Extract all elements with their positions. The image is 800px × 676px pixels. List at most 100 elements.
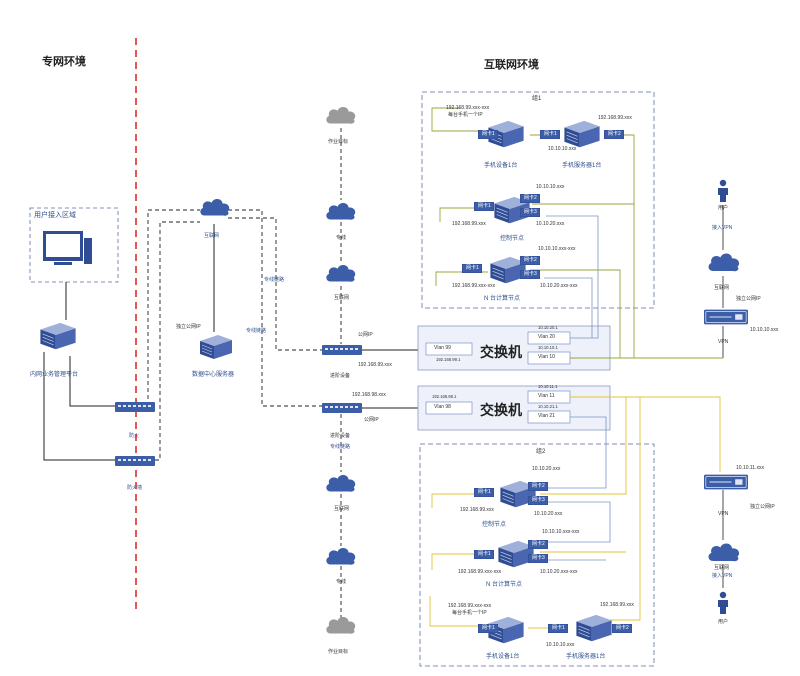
g2-compute-ip2: 192.168.99.xxx-xxx	[458, 569, 502, 575]
g1-ctrl-ip2: 192.168.99.xxx	[452, 221, 486, 227]
g2-phone-srv-ip: 192.168.99.xxx	[600, 602, 634, 608]
g1-ctrl-nic1-label: 网卡1	[478, 203, 491, 209]
group2-yellow-wiring	[429, 396, 721, 629]
g2-phone-dev-nic1-label: 网卡1	[482, 625, 495, 631]
platform-label: 内网业务管理平台	[30, 372, 79, 378]
g2-phone-dev-note: 每台手机一个IP	[452, 610, 487, 616]
switch1-vlan-left-label: Vlan 99	[434, 345, 451, 351]
gw1-ip-label: 192.168.99.xxx	[358, 362, 392, 368]
g2-compute-label: N 台计算节点	[486, 582, 523, 588]
vpn1-ip: 10.10.10.xxx	[750, 327, 779, 333]
vpn2-ip-label: 独立公网IP	[750, 504, 775, 510]
switch2-title: 交换机	[480, 402, 522, 418]
isp-cloud-bottom-icon	[326, 548, 356, 565]
carrier-cloud-top-icon	[326, 107, 356, 124]
g2-ctrl-nic3-label: 网卡3	[532, 497, 545, 503]
vpn2-icon	[704, 474, 748, 490]
g1-ctrl-ip1: 10.10.10.xxx	[536, 184, 565, 190]
g2-ctrl-nic2-label: 网卡2	[532, 483, 545, 489]
switch2-vlan-rt-label: Vlan 11	[538, 393, 555, 399]
g2-phone-srv-nic2-label: 网卡2	[616, 625, 629, 631]
switch2-vlan-rt-ip: 10.10.11.1	[538, 384, 558, 389]
firewall-top-label: 防火	[129, 433, 140, 439]
right-inet2-label: 互联网	[714, 565, 730, 571]
group1-olive-wiring	[431, 107, 635, 359]
switch2-vlan-rb-ip: 10.10.21.1	[538, 404, 558, 409]
g1-compute-ip1: 10.10.10.xxx-xxx	[538, 246, 576, 252]
line-a-label: 专线链路	[264, 277, 285, 283]
internet-cloud-mid2-icon	[326, 475, 356, 492]
left-internet-label: 互联网	[204, 233, 220, 239]
user-access-area-box	[29, 207, 119, 283]
dc-server-label: 数据中心服务器	[192, 372, 235, 378]
user1-access-label: 接入VPN	[712, 225, 733, 231]
g2-ctrl-ip3: 10.10.20.xxx	[534, 511, 563, 517]
group2-name: 组2	[536, 449, 546, 455]
switch2-vlan-left-ip: 192.168.98.1	[432, 394, 457, 399]
user2-label: 用户	[718, 619, 729, 625]
g2-compute-nic3-label: 网卡3	[532, 555, 545, 561]
group1-blue-wiring	[544, 215, 599, 339]
g1-phone-dev-ip: 192.168.99.xxx-xxx	[446, 105, 490, 111]
g1-phone-dev-label: 手机设备1台	[484, 163, 518, 169]
firewall-bottom-label: 防火墙	[127, 485, 143, 491]
g1-phone-dev-nic1-label: 网卡1	[482, 131, 495, 137]
firewall-top-icon	[115, 402, 155, 412]
dc-server-icon	[199, 334, 233, 360]
dc-public-ip-label: 独立公网IP	[176, 324, 201, 330]
g1-phone-srv-nic2-label: 网卡2	[608, 131, 621, 137]
right-inet1-label: 互联网	[714, 285, 730, 291]
g1-phone-srv-nic1-label: 网卡1	[544, 131, 557, 137]
switch2-vlan-rb-label: Vlan 21	[538, 413, 555, 419]
left-dashed-links	[147, 209, 322, 461]
carrier-top-label: 作业目标	[328, 139, 349, 145]
gw2-ip-label: 192.168.98.xxx	[352, 392, 386, 398]
firewall-bottom-icon	[115, 456, 155, 466]
g2-phone-srv-ip2: 10.10.10.xxx	[546, 642, 575, 648]
user-access-area-label: 用户接入区域	[34, 212, 76, 219]
g1-phone-dev-note: 每台手机一个IP	[448, 112, 483, 118]
inet1-label: 互联网	[334, 295, 350, 301]
g2-compute-nic2-label: 网卡2	[532, 541, 545, 547]
group1-name: 组1	[532, 96, 542, 102]
g1-phone-server-icon	[564, 120, 600, 148]
g1-compute-nic3-label: 网卡3	[524, 271, 537, 277]
group2-blue-wiring	[548, 416, 611, 561]
g2-compute-ip1: 10.10.10.xxx-xxx	[542, 529, 580, 535]
g2-ctrl-label: 控制节点	[482, 522, 507, 528]
user1-label: 用户	[718, 205, 729, 211]
isp-cloud-top-icon	[326, 203, 356, 220]
g1-phone-srv-ip: 192.168.99.xxx	[598, 115, 632, 121]
internet-env-title: 互联网环境	[484, 59, 539, 71]
g2-phone-srv-nic1-label: 网卡1	[552, 625, 565, 631]
switch1-vlan-left	[425, 342, 473, 356]
private-net-title: 专网环境	[42, 56, 86, 68]
g2-phone-dev-label: 手机设备1台	[486, 654, 520, 660]
g1-ctrl-nic3-label: 网卡3	[524, 209, 537, 215]
group2-box	[419, 443, 655, 667]
vpn2-ip: 10.10.11.xxx	[736, 465, 764, 471]
isp1-label: 专线	[336, 235, 347, 241]
user2-icon	[718, 591, 728, 614]
g1-phone-srv-ip2: 10.10.10.xxx	[548, 146, 577, 152]
isp2-label: 专线	[336, 579, 347, 585]
g2-ctrl-ip2: 192.168.99.xxx	[460, 507, 494, 513]
user1-icon	[718, 179, 728, 202]
switch2-vlan-left	[425, 401, 473, 415]
line-b-label: 专线链路	[246, 328, 267, 334]
vpn2-label: VPN	[718, 511, 729, 517]
g1-compute-nic2-label: 网卡2	[524, 257, 537, 263]
g2-compute-ip3: 10.10.20.xxx-xxx	[540, 569, 578, 575]
group1-box	[421, 91, 655, 309]
right-internet-cloud1-icon	[708, 253, 740, 272]
g1-compute-label: N 台计算节点	[484, 296, 521, 302]
left-links	[43, 282, 115, 461]
left-internet-cloud-icon	[200, 199, 230, 216]
platform-server-icon	[40, 322, 76, 350]
user2-access-label: 接入VPN	[712, 573, 733, 579]
vpn1-ip-label: 独立公网IP	[736, 296, 761, 302]
internet-cloud-mid1-icon	[326, 265, 356, 282]
switch1-vlan-rb-ip: 10.10.10.1	[538, 345, 558, 350]
switch1-vlan-rb-label: Vlan 10	[538, 354, 555, 360]
